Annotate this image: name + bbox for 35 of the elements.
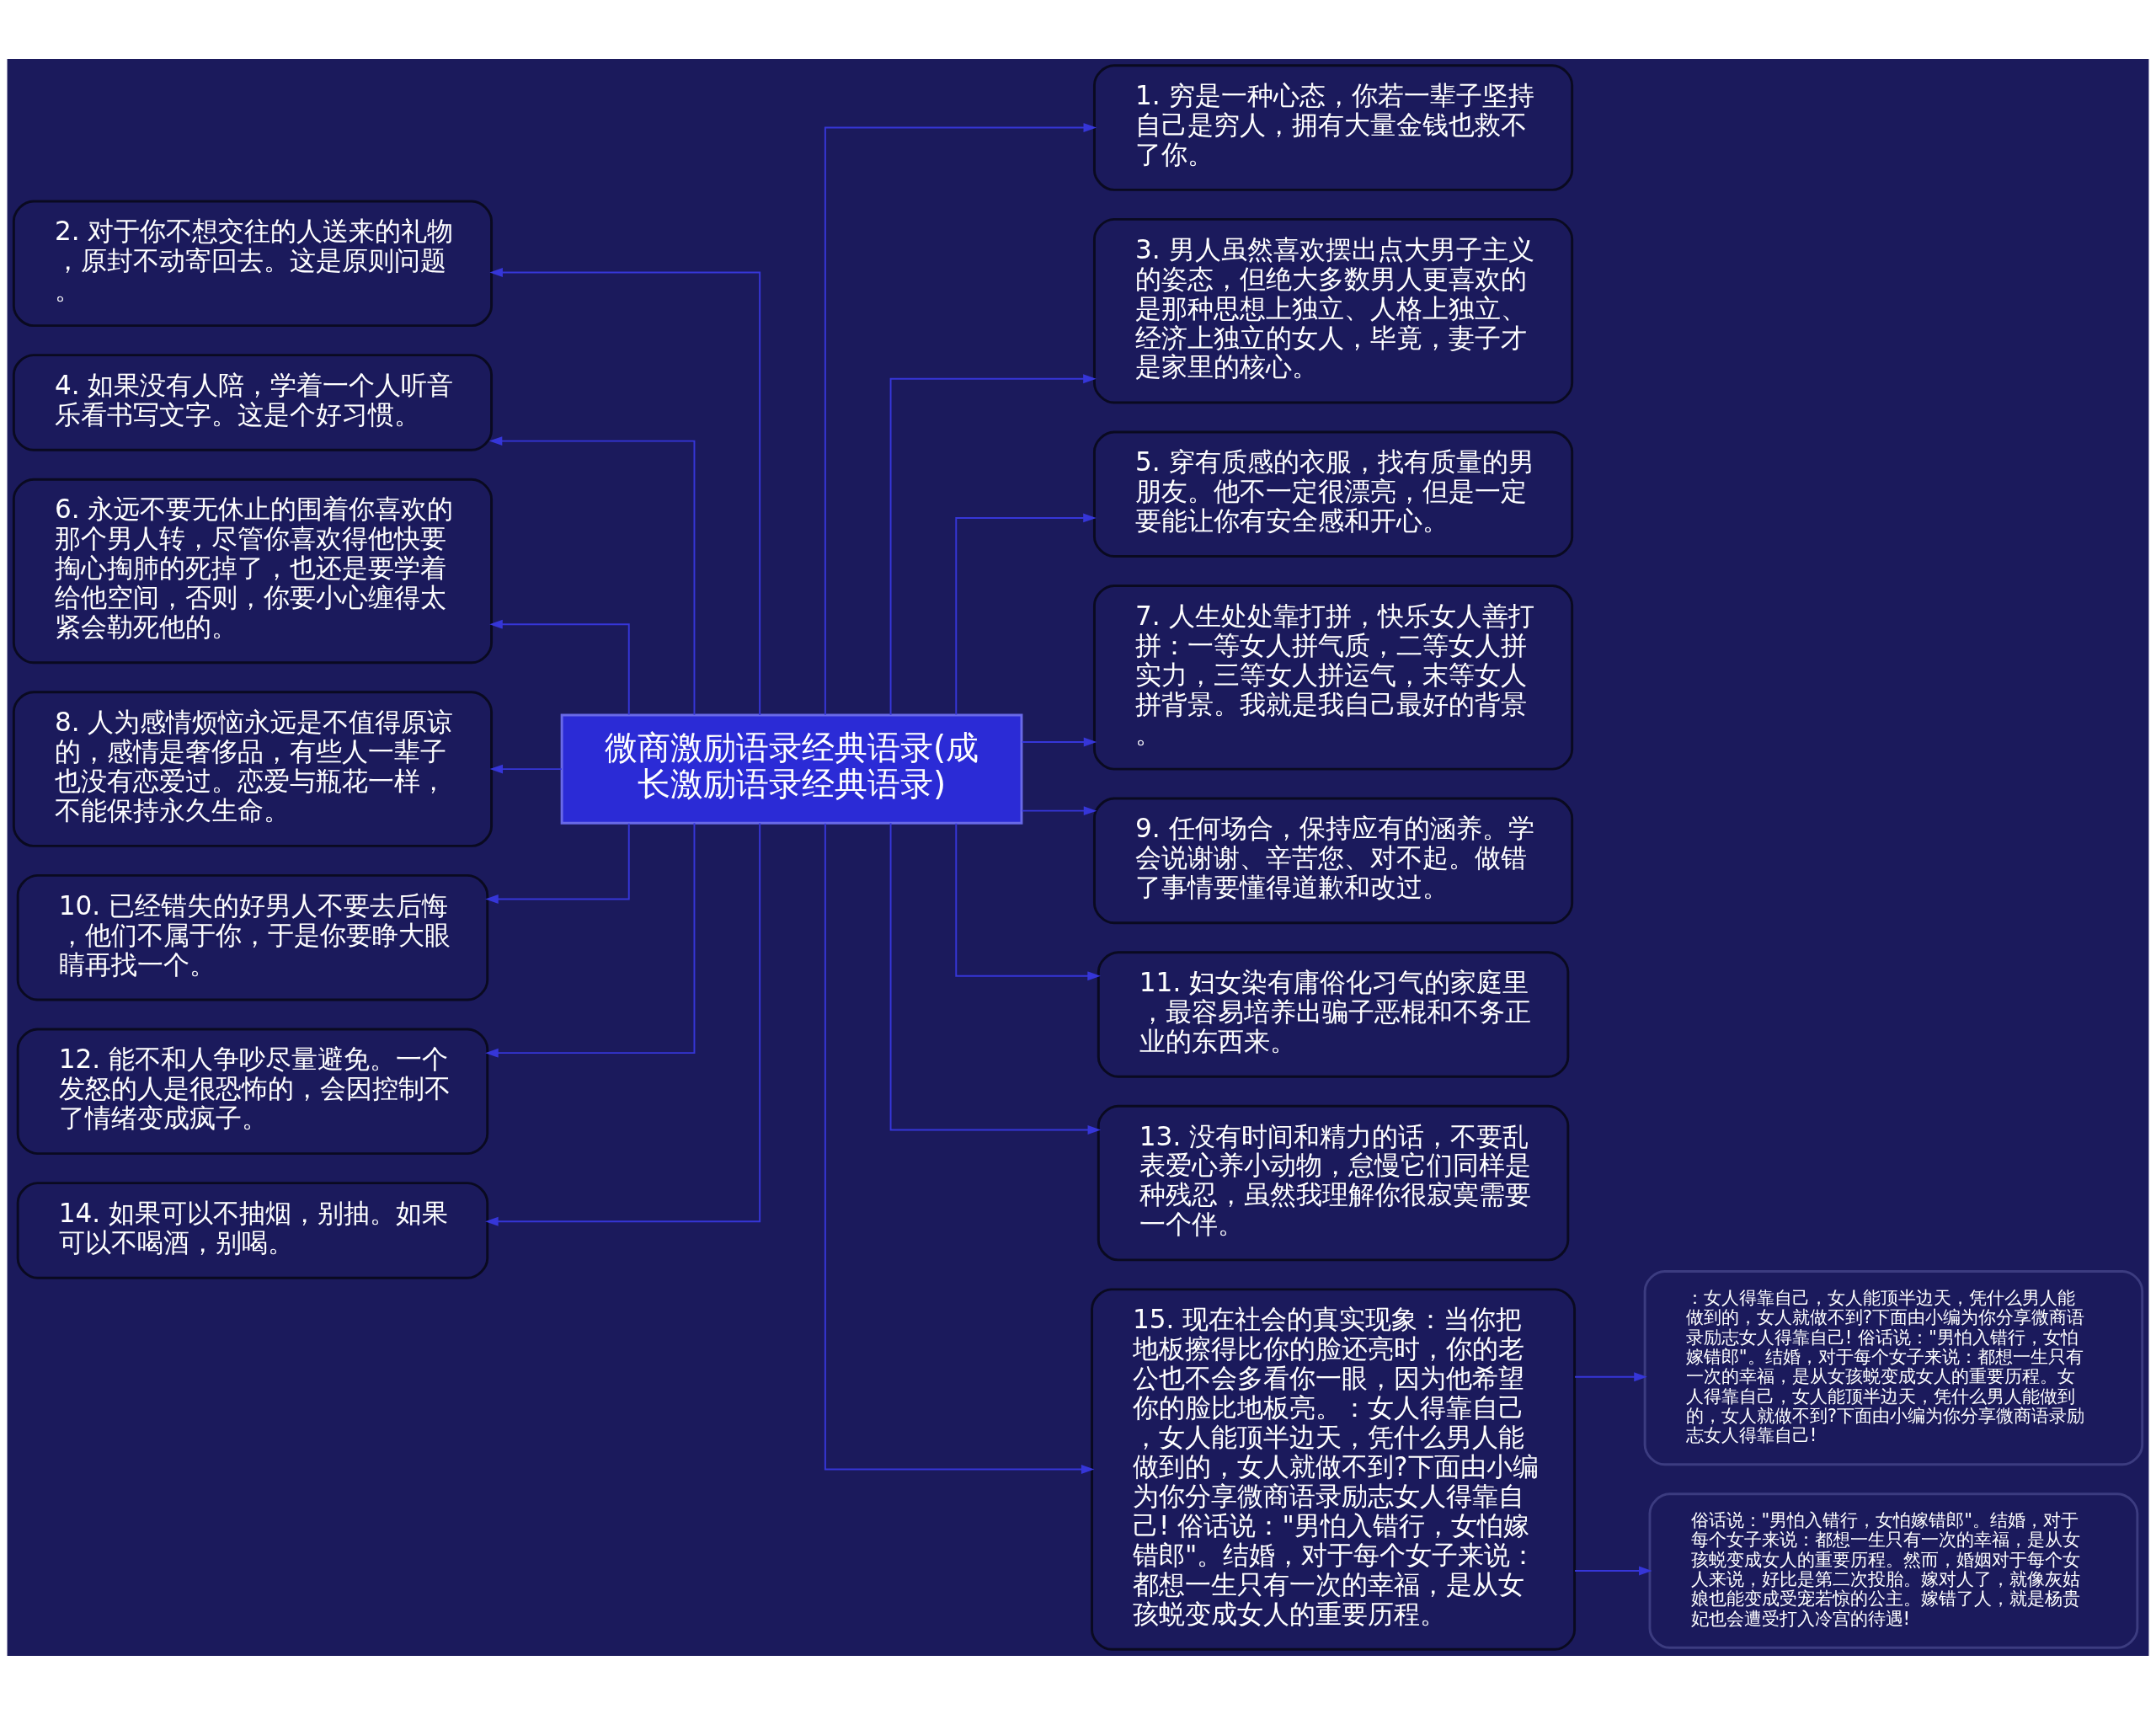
arrow xyxy=(824,122,1097,716)
arrow xyxy=(1574,1566,1652,1575)
node-box: 12. 能不和人争吵尽量避免。一个发怒的人是很恐怖的，会因控制不了情绪变成疯子。 xyxy=(16,1028,489,1155)
node-box: 14. 如果可以不抽烟，别抽。如果可以不喝酒，别喝。 xyxy=(16,1181,489,1279)
arrow xyxy=(485,822,630,904)
arrow xyxy=(485,821,696,1058)
node-box: 3. 男人虽然喜欢摆出点大男子主义的姿态，但绝大多数男人更喜欢的是那种思想上独立、人格上独立、经济上独立的女人，毕竟，妻子才是家里的核心。 xyxy=(1092,217,1574,403)
node-box: 11. 妇女染有庸俗化习气的家庭里，最容易培养出骗子恶棍和不务正业的东西来。 xyxy=(1097,950,1570,1078)
arrow xyxy=(889,373,1097,716)
node-box: 6. 永远不要无休止的围着你喜欢的那个男人转，尽管你喜欢得他快要掏心掏肺的死掉了，也还是要学着给他空间，否则，你要小心缠得太紧会勒死他的。 xyxy=(12,478,494,664)
arrow xyxy=(889,821,1102,1135)
node-box: 9. 任何场合，保持应有的涵养。学会说谢谢、辛苦您、对不起。做错了事情要懂得道歉和改过。 xyxy=(1092,797,1574,924)
node-box: 俗话说："男怕入错行，女怕嫁错郎"。结婚，对于每个女子来说：都想一生只有一次的幸福，是从女孩蜕变成女人的重要历程。然而，婚姻对于每个女人来说，好比是第二次投胎。嫁对人了，就像灰姑娘也能变成受宠若惊的公主。嫁错了人，就是杨贵妃也会遭受打入冷宫的待遇! xyxy=(1648,1492,2139,1649)
node-box: 8. 人为感情烦恼永远是不值得原谅的，感情是奢侈品，有些人一辈子也没有恋爱过。恋爱与瓶花一样，不能保持永久生命。 xyxy=(12,690,494,847)
arrow xyxy=(955,512,1097,715)
arrow xyxy=(485,821,761,1226)
arrow xyxy=(488,435,696,716)
node-box: 2. 对于你不想交往的人送来的礼物，原封不动寄回去。这是原则问题。 xyxy=(12,200,494,327)
node-box: 10. 已经错失的好男人不要去后悔，他们不属于你，于是你要睁大眼睛再找一个。 xyxy=(16,873,489,1001)
node-box: 15. 现在社会的真实现象：当你把地板擦得比你的脸还亮时，你的老公也不会多看你一眼，因为他希望你的脸比地板亮。：女人得靠自己，女人能顶半边天，凭什么男人能做到的，女人就做不到?下面由小编为你分享微商语录励志女人得靠自己! 俗话说："男怕入错行，女怕嫁错郎"。结婚，对于每个女子来说：都想一生只有一次的幸福，是从女孩蜕变成女人的重要历程。 xyxy=(1091,1287,1577,1651)
node-box: 13. 没有时间和精力的话，不要乱表爱心养小动物，怠慢它们同样是种残忍，虽然我理解你很寂寞需要一个伴。 xyxy=(1097,1104,1570,1261)
node-box: 7. 人生处处靠打拼，快乐女人善打拼：一等女人拼气质，二等女人拼实力，三等女人拼运气，末等女人拼背景。我就是我自己最好的背景。 xyxy=(1092,584,1574,771)
arrow xyxy=(1021,805,1097,815)
arrow xyxy=(1574,1371,1647,1381)
arrow xyxy=(955,822,1101,980)
arrow xyxy=(489,764,563,774)
node-box: 5. 穿有质感的衣服，找有质量的男朋友。他不一定很漂亮，但是一定要能让你有安全感和开心。 xyxy=(1092,430,1574,558)
arrow xyxy=(1021,737,1097,746)
node-box: 1. 穷是一种心态，你若一辈子坚持自己是穷人，拥有大量金钱也救不了你。 xyxy=(1092,63,1574,191)
node-box: ：女人得靠自己，女人能顶半边天，凭什么男人能做到的，女人就做不到?下面由小编为你分享微商语录励志女人得靠自己! 俗话说："男怕入错行，女怕嫁错郎"。结婚，对于每个女子来说：都想一生只有一次的幸福，是从女孩蜕变成女人的重要历程。女人得靠自己，女人能顶半边天，凭什么男人能做到的，女人就做不到?下面由小编为你分享微商语录励志女人得靠自己! xyxy=(1643,1269,2144,1466)
arrow xyxy=(824,822,1095,1474)
arrow xyxy=(489,619,630,716)
node-box: 微商激励语录经典语录(成长激励语录经典语录) xyxy=(560,713,1023,825)
arrow xyxy=(489,267,761,716)
node-box: 4. 如果没有人陪，学着一个人听音乐看书写文字。这是个好习惯。 xyxy=(12,353,494,451)
